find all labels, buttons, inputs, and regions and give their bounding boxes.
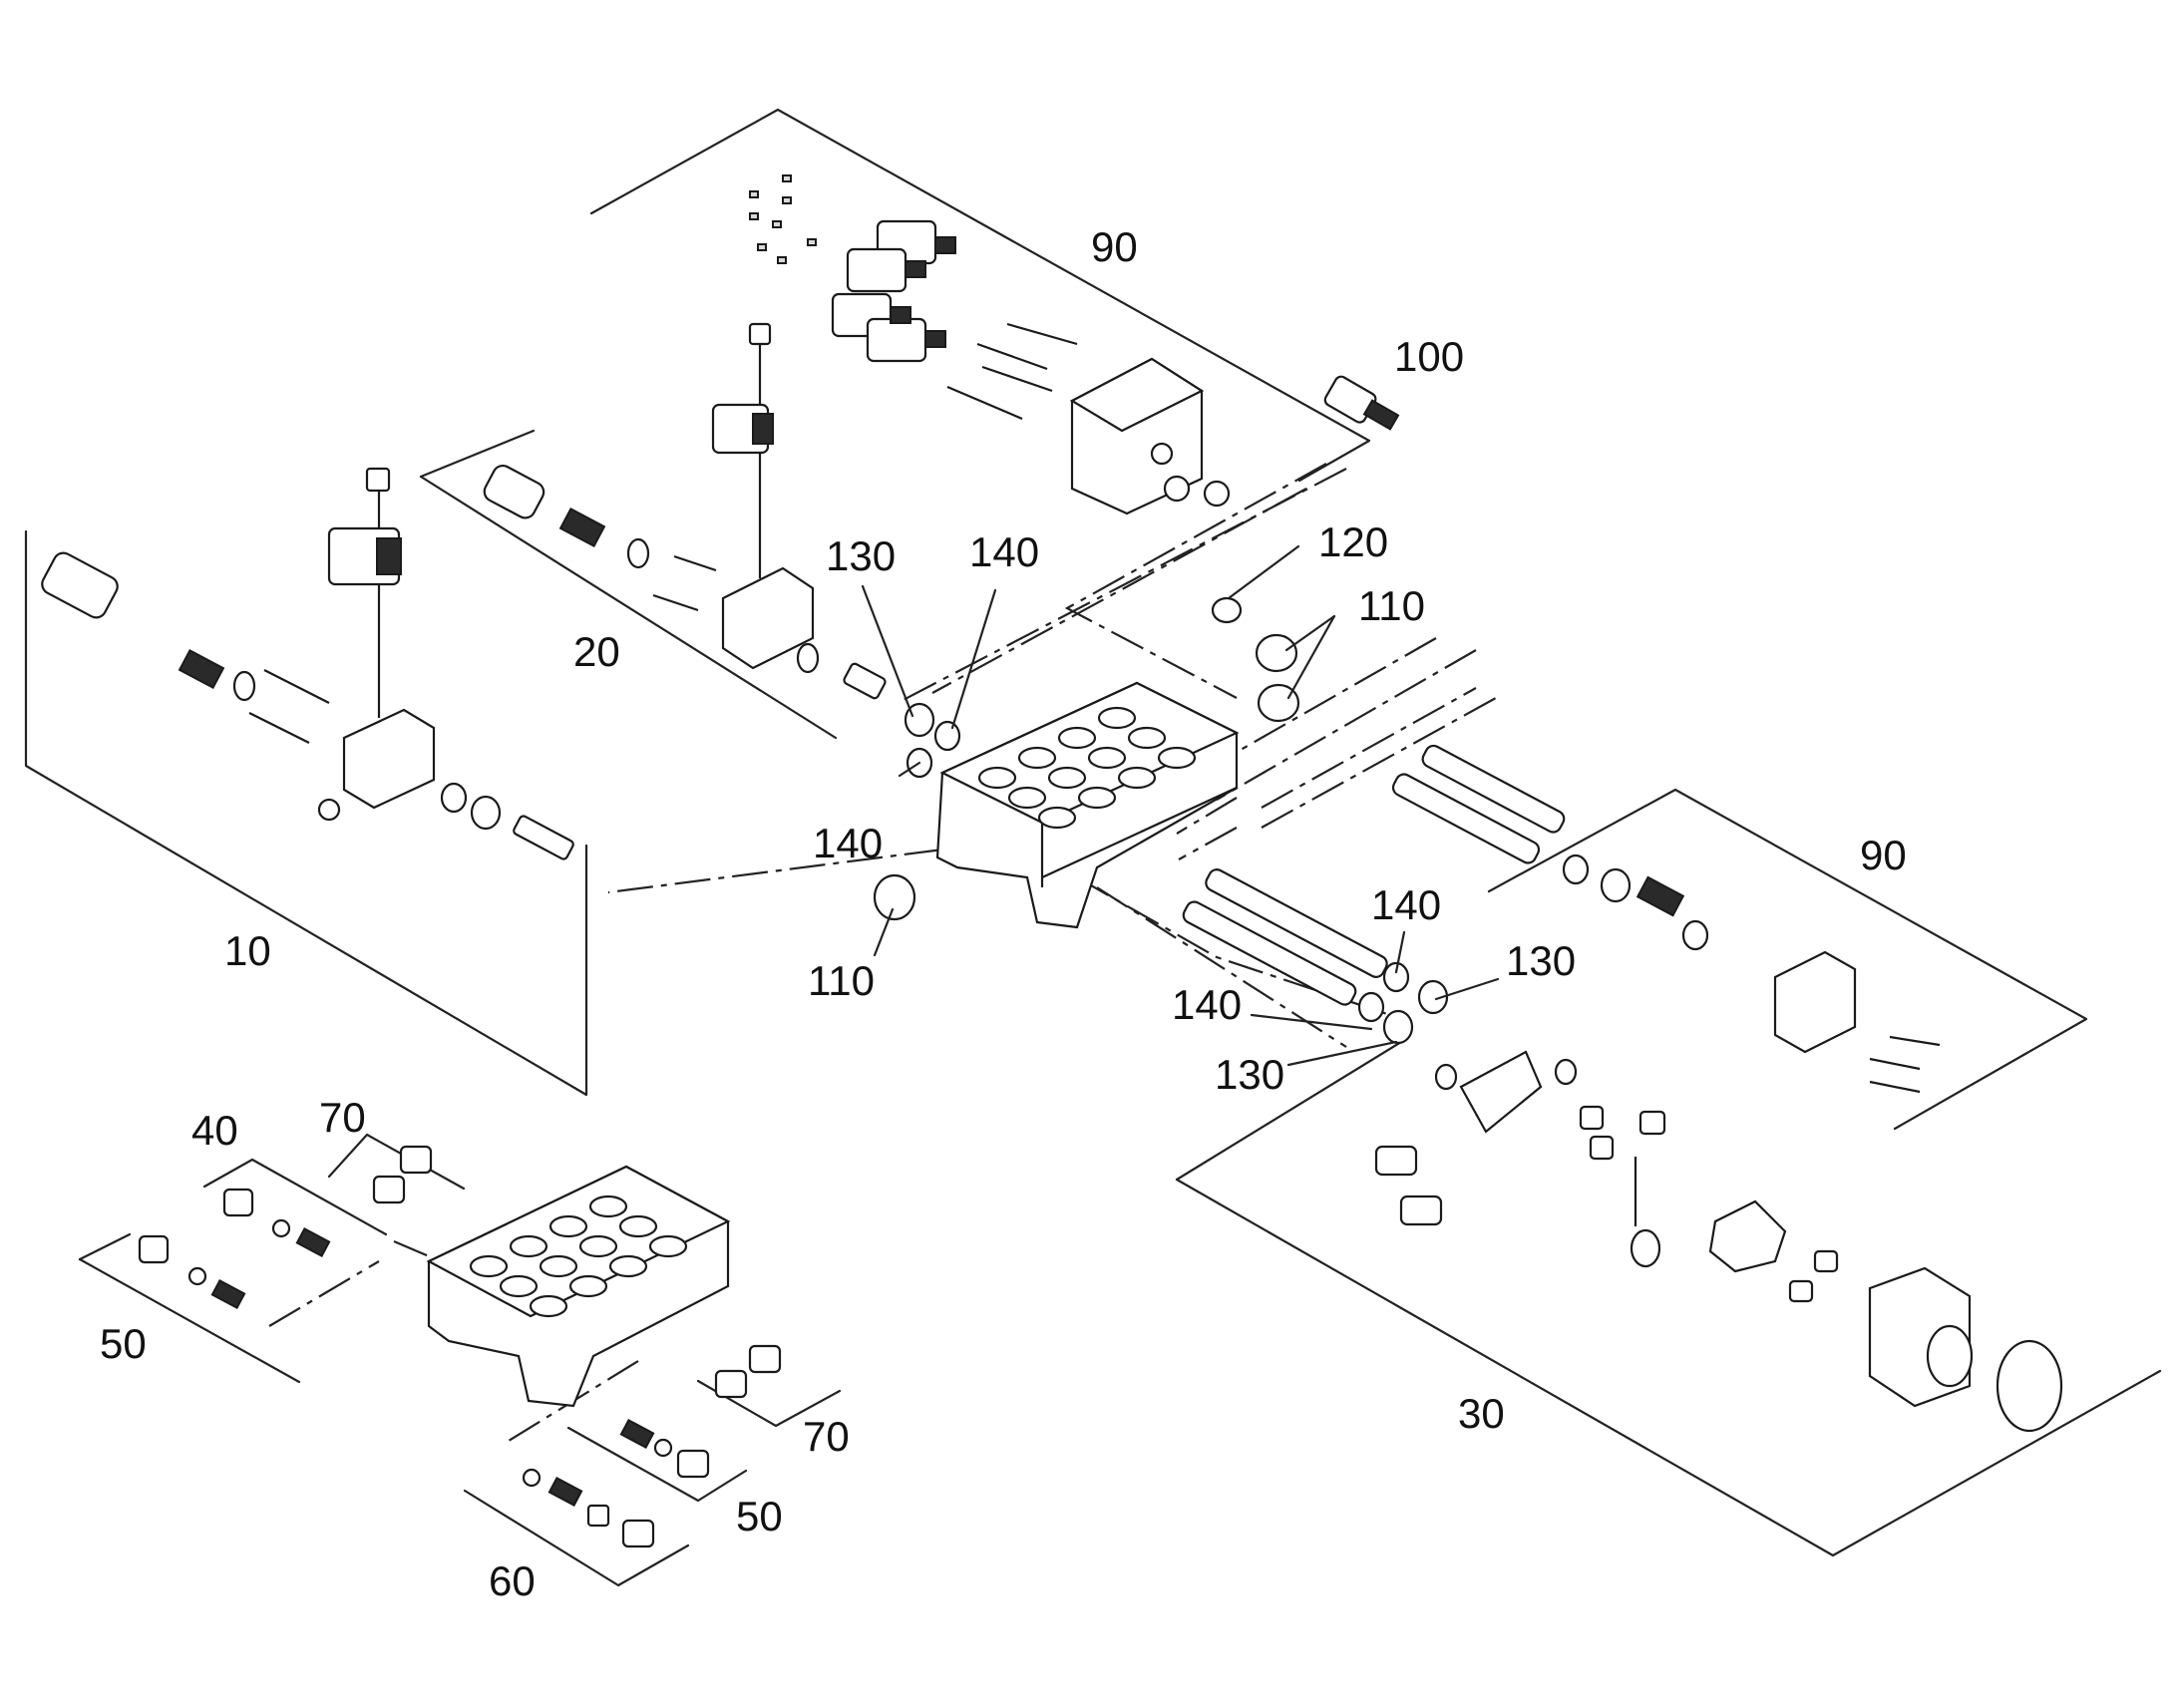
callout-labels: 90 100 130 140 120 110 20 140 110 10 90 …: [100, 223, 1907, 1604]
group-90-right-boundary: [1487, 788, 2088, 1131]
pilot-block: [1069, 357, 1231, 515]
group-50-right-boundary: [566, 1426, 748, 1503]
label-10: 10: [224, 927, 271, 974]
label-130-upper: 130: [826, 532, 896, 579]
group-60-boundary: [463, 1489, 690, 1587]
label-130-lower: 130: [1215, 1051, 1284, 1098]
label-110-lower: 110: [808, 957, 875, 1004]
label-140-right: 140: [1371, 881, 1441, 928]
group-50-left-parts: [138, 1234, 246, 1309]
label-20: 20: [573, 628, 620, 675]
block-ports: [977, 706, 1197, 830]
leader-lines: [861, 544, 1500, 1067]
solenoid-cartridges: [831, 219, 956, 363]
group-70-left-parts: [372, 1145, 433, 1204]
group-40-boundary: [202, 1158, 388, 1236]
main-valve-block: [935, 681, 1240, 929]
label-140-left: 140: [813, 820, 883, 866]
group-20-boundary: [419, 429, 838, 740]
label-130-right: 130: [1506, 937, 1576, 984]
group-90-right-parts: [1562, 854, 1941, 1094]
spools: [1182, 744, 1566, 1006]
group-90-top-boundary: [589, 108, 1371, 483]
group-10-parts: [41, 467, 574, 860]
group-50-right-parts: [619, 1419, 710, 1479]
label-70-right: 70: [803, 1413, 850, 1460]
label-100: 100: [1394, 333, 1464, 380]
small-screws: [749, 174, 817, 264]
long-bolts: [946, 322, 1078, 421]
group-50-left-boundary: [78, 1232, 301, 1384]
label-90-right: 90: [1860, 832, 1907, 878]
group-60-parts: [522, 1468, 655, 1548]
label-30: 30: [1458, 1390, 1505, 1437]
label-50-right: 50: [736, 1493, 783, 1539]
label-50-left: 50: [100, 1320, 147, 1367]
group-70-right-parts: [714, 1344, 782, 1399]
lower-valve-block: [426, 1165, 731, 1408]
relief-valve-100: [1323, 375, 1400, 431]
label-60: 60: [489, 1557, 536, 1604]
dashed-assembly-lines: [268, 463, 1497, 1442]
label-40: 40: [191, 1107, 238, 1154]
label-70-left: 70: [319, 1094, 366, 1141]
group-40-parts: [222, 1188, 331, 1257]
group-10-boundary: [24, 529, 588, 1097]
seals-and-rings: [873, 596, 1449, 1045]
label-140-lower: 140: [1172, 981, 1242, 1028]
group-70-left-boundary: [327, 1133, 466, 1191]
label-90-top: 90: [1091, 223, 1138, 270]
label-110-upper: 110: [1358, 582, 1425, 629]
group-30-boundary: [1175, 1040, 2162, 1557]
group-90-top-parts: [749, 174, 1231, 515]
group-30-parts: [1374, 1050, 2063, 1433]
label-120: 120: [1318, 518, 1388, 565]
group-20-parts: [483, 322, 887, 700]
label-140-upper: 140: [969, 528, 1039, 575]
